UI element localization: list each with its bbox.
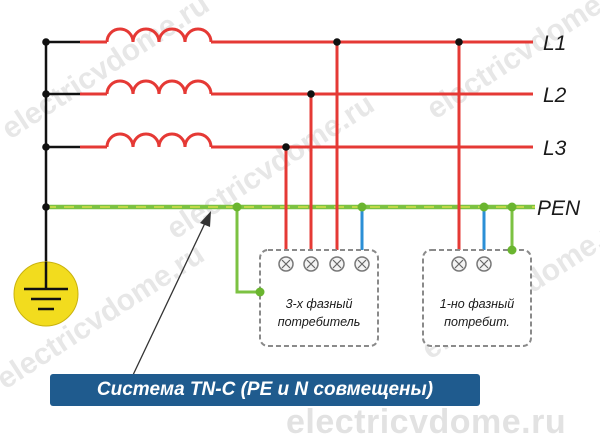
- pen-junction-dot: [507, 202, 517, 212]
- junction-dots: [42, 38, 463, 211]
- three-phase-label-line1: 3-х фазный: [286, 297, 353, 311]
- pen-junction-dot: [232, 202, 242, 212]
- junction-dot: [42, 38, 50, 46]
- watermark-text: electricvdome.ru: [0, 0, 215, 146]
- pen-junction-dot: [479, 202, 489, 212]
- junction-dot: [42, 90, 50, 98]
- pen-junction-dots: [232, 202, 517, 297]
- junction-dot: [42, 143, 50, 151]
- single-phase-label-line1: 1-но фазный: [440, 297, 514, 311]
- pe-branch-3ph: [235, 207, 260, 294]
- three-phase-label-line2: потребитель: [278, 315, 361, 329]
- junction-dot: [307, 90, 315, 98]
- junction-dot: [455, 38, 463, 46]
- pen-junction-dot: [255, 287, 265, 297]
- label-l2: L2: [543, 84, 567, 107]
- junction-dot: [42, 203, 50, 211]
- coil-l2: [105, 79, 213, 95]
- single-phase-label-line2: потребит.: [444, 315, 510, 329]
- label-pen: PEN: [537, 197, 581, 220]
- junction-dot: [333, 38, 341, 46]
- watermark-text: electricvdome.ru: [421, 0, 600, 126]
- junction-dot: [282, 143, 290, 151]
- pointer-arrow: [132, 211, 211, 376]
- watermark-footer: electricvdome.ru: [286, 403, 567, 441]
- coil-l3: [105, 132, 213, 148]
- phase-line-l2: [80, 79, 533, 96]
- label-l1: L1: [543, 32, 566, 55]
- watermark-text: electricvdome.ru: [161, 87, 380, 245]
- coil-l1: [105, 27, 213, 43]
- pen-junction-dot: [357, 202, 367, 212]
- caption-banner: Система TN-C (PE и N совмещены): [50, 374, 480, 406]
- phase-line-l3: [80, 132, 533, 149]
- phase-line-l1: [80, 27, 533, 44]
- ground-symbol: [13, 261, 79, 327]
- terminal-cross-marks: [281, 259, 489, 269]
- pen-junction-dot: [507, 245, 517, 255]
- consumer-box-single-phase: [422, 249, 532, 347]
- caption-text: Система TN-C (PE и N совмещены): [96, 379, 434, 400]
- consumer-box-three-phase: [259, 249, 379, 347]
- label-l3: L3: [543, 137, 567, 160]
